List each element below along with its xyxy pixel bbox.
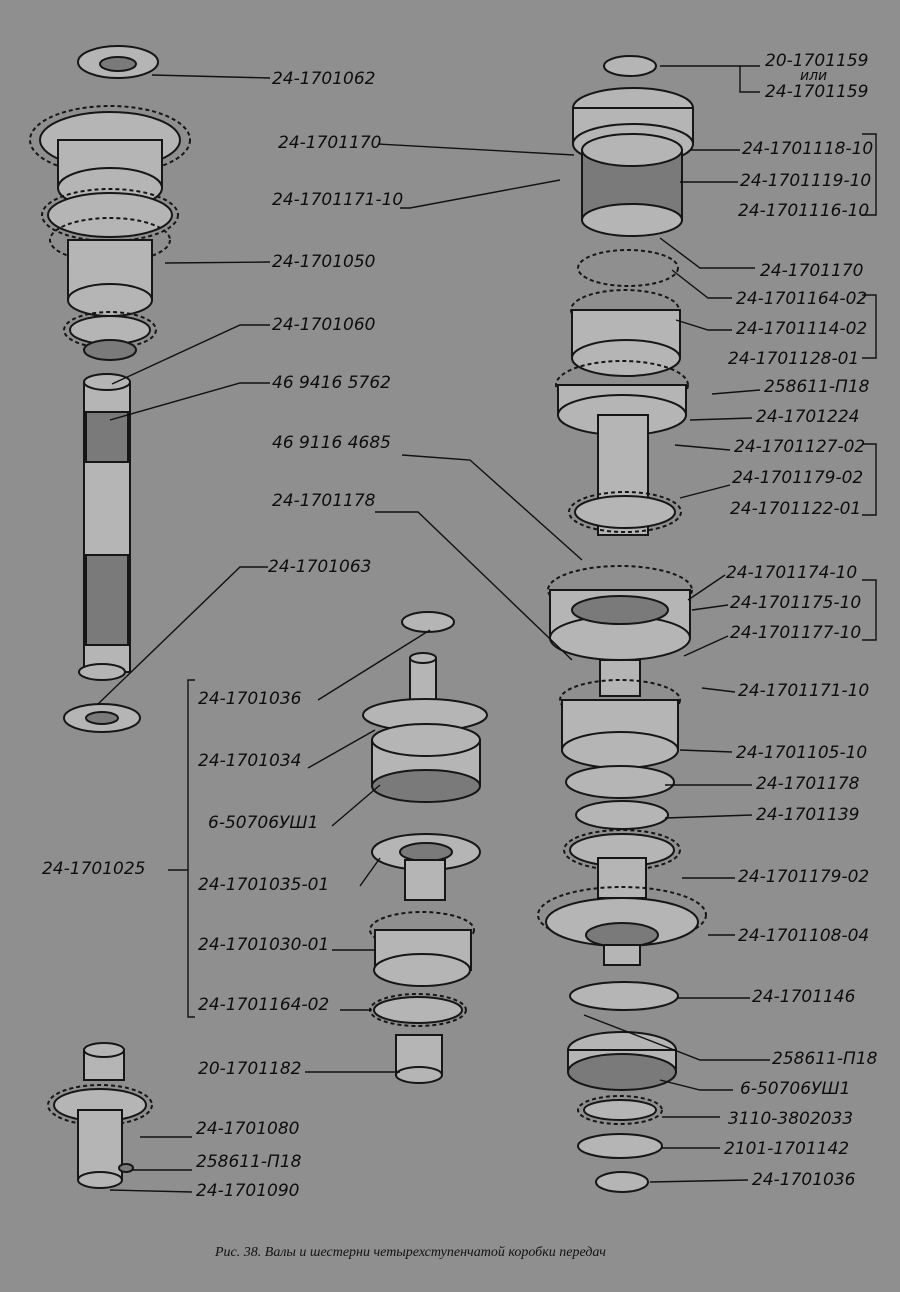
label-6-50706ush1-group: 6-50706УШ1 bbox=[208, 813, 318, 833]
figure-caption: Рис. 38. Валы и шестерни четырехступенча… bbox=[214, 1245, 606, 1260]
label-20-1701182: 20-1701182 bbox=[198, 1059, 301, 1079]
main-shaft-assembly bbox=[537, 55, 707, 1193]
label-24-1701030-01: 24-1701030-01 bbox=[198, 935, 329, 955]
label-24-1701127-02: 24-1701127-02 bbox=[734, 437, 865, 457]
label-20-1701159: 20-1701159 bbox=[765, 51, 868, 71]
input-shaft-assembly bbox=[362, 611, 488, 1084]
left-labels: 24-1701062 24-1701050 24-1701060 46 9416… bbox=[268, 69, 391, 577]
label-24-1701090: 24-1701090 bbox=[196, 1181, 299, 1201]
label-24-1701036-group: 24-1701036 bbox=[198, 689, 302, 709]
label-24-1701171-10-center: 24-1701171-10 bbox=[272, 190, 403, 210]
label-24-1701050: 24-1701050 bbox=[272, 252, 375, 272]
label-24-1701034: 24-1701034 bbox=[198, 751, 301, 771]
label-24-1701122-01: 24-1701122-01 bbox=[730, 499, 861, 519]
label-24-1701170-right: 24-1701170 bbox=[760, 261, 863, 281]
label-24-1701116-10: 24-1701116-10 bbox=[738, 201, 869, 221]
label-24-1701178-right: 24-1701178 bbox=[756, 774, 860, 794]
label-24-1701170-center: 24-1701170 bbox=[278, 133, 381, 153]
label-ili: или bbox=[800, 68, 827, 84]
label-24-1701177-10: 24-1701177-10 bbox=[730, 623, 861, 643]
reverse-idler-gear bbox=[47, 1042, 153, 1189]
label-24-1701174-10: 24-1701174-10 bbox=[726, 563, 857, 583]
leader-lines bbox=[97, 65, 877, 1193]
label-24-1701035-01: 24-1701035-01 bbox=[198, 875, 329, 895]
center-labels: 24-1701170 24-1701171-10 46 9116 4685 24… bbox=[272, 133, 403, 511]
label-24-1701178-center: 24-1701178 bbox=[272, 491, 376, 511]
label-24-1701159: 24-1701159 bbox=[765, 82, 868, 102]
lower-left-labels: 20-1701182 24-1701080 258611-П18 24-1701… bbox=[196, 1059, 302, 1201]
label-3110-3802033: 3110-3802033 bbox=[728, 1109, 853, 1129]
label-24-1701175-10: 24-1701175-10 bbox=[730, 593, 861, 613]
label-24-1701119-10: 24-1701119-10 bbox=[740, 171, 871, 191]
countershaft-assembly bbox=[29, 45, 191, 733]
label-24-1701036-right: 24-1701036 bbox=[752, 1170, 856, 1190]
label-24-1701080: 24-1701080 bbox=[196, 1119, 299, 1139]
label-6-50706ush1-right: 6-50706УШ1 bbox=[740, 1079, 850, 1099]
right-labels: 20-1701159 или 24-1701159 24-1701118-10 … bbox=[724, 51, 878, 1190]
label-24-1701114-02: 24-1701114-02 bbox=[736, 319, 867, 339]
label-24-1701164-02-group: 24-1701164-02 bbox=[198, 995, 329, 1015]
label-24-1701179-02-upper: 24-1701179-02 bbox=[732, 468, 863, 488]
label-258611-p18-left: 258611-П18 bbox=[196, 1152, 302, 1172]
label-46-9116-4685: 46 9116 4685 bbox=[272, 433, 391, 453]
label-24-1701063: 24-1701063 bbox=[268, 557, 371, 577]
label-258611-p18-right-top: 258611-П18 bbox=[764, 377, 870, 397]
label-24-1701062: 24-1701062 bbox=[272, 69, 375, 89]
label-2101-1701142: 2101-1701142 bbox=[724, 1139, 849, 1159]
label-24-1701179-02-lower: 24-1701179-02 bbox=[738, 867, 869, 887]
label-24-1701108-04: 24-1701108-04 bbox=[738, 926, 869, 946]
label-24-1701164-02-right: 24-1701164-02 bbox=[736, 289, 867, 309]
label-24-1701128-01: 24-1701128-01 bbox=[728, 349, 859, 369]
group-label-24-1701025: 24-1701025 bbox=[42, 859, 145, 879]
label-24-1701105-10: 24-1701105-10 bbox=[736, 743, 867, 763]
label-258611-p18-right-bottom: 258611-П18 bbox=[772, 1049, 878, 1069]
label-24-1701060: 24-1701060 bbox=[272, 315, 375, 335]
label-24-1701118-10: 24-1701118-10 bbox=[742, 139, 873, 159]
label-24-1701139: 24-1701139 bbox=[756, 805, 859, 825]
label-24-1701224: 24-1701224 bbox=[756, 407, 859, 427]
label-24-1701146: 24-1701146 bbox=[752, 987, 856, 1007]
label-46-9416-5762: 46 9416 5762 bbox=[272, 373, 391, 393]
input-shaft-group-labels: 24-1701025 24-1701036 24-1701034 6-50706… bbox=[42, 689, 329, 1015]
label-24-1701171-10-right: 24-1701171-10 bbox=[738, 681, 869, 701]
